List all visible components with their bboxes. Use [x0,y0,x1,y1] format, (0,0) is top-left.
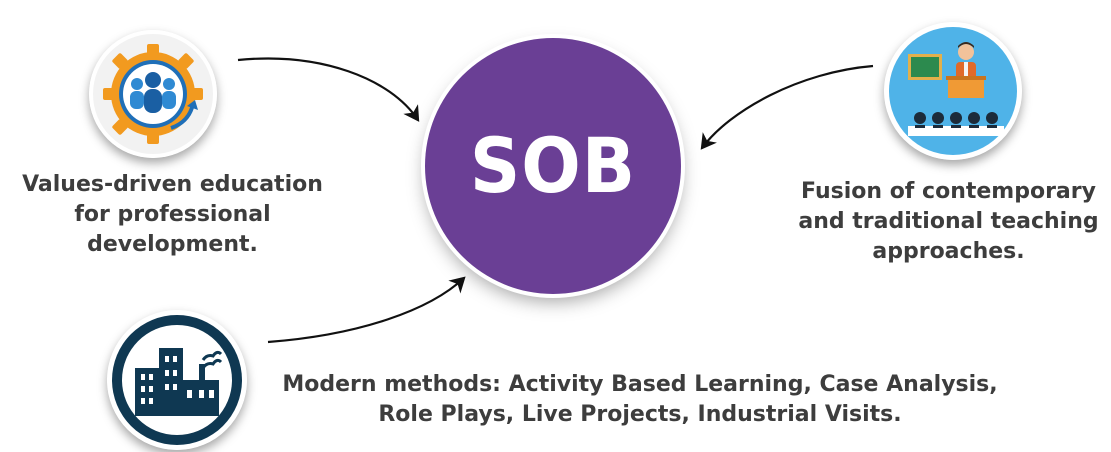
arrow-teaching-to-center [700,64,874,150]
caption-values: Values-driven education for professional… [22,172,323,257]
caption-teaching: Fusion of contemporary and traditional t… [798,179,1099,264]
arrow-values-to-center [237,57,420,122]
center-title: SOB [469,121,637,211]
caption-modern: Modern methods: Activity Based Learning,… [282,372,998,427]
arrow-modern-to-center [267,276,466,344]
team-gear-icon [89,30,217,158]
classroom-teacher-icon [884,22,1022,160]
center-hub: SOB [425,38,681,294]
industry-buildings-icon [107,310,247,450]
